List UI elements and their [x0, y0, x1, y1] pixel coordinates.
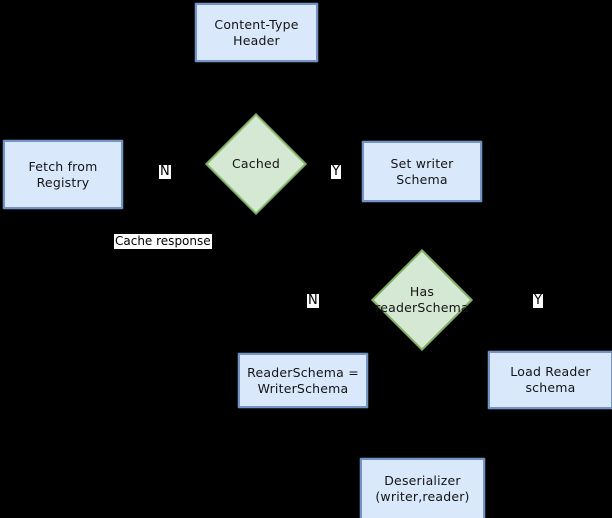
node-load-reader-schema[interactable]: Load Reader schema: [488, 351, 612, 409]
node-load-reader-schema-label: Load Reader schema: [510, 364, 591, 395]
edge-label-cache-response: Cache response: [114, 234, 212, 249]
node-content-type-header-label: Content-Type Header: [214, 16, 299, 48]
node-reader-equals-writer[interactable]: ReaderSchema = WriterSchema: [238, 353, 368, 408]
node-reader-equals-writer-label: ReaderSchema = WriterSchema: [247, 364, 359, 396]
node-set-writer-schema-label: Set writer Schema: [390, 155, 454, 187]
node-cached-decision[interactable]: Cached: [205, 113, 307, 215]
node-has-reader-schema-decision[interactable]: Has readerSchema: [371, 249, 473, 351]
node-deserializer-label: Deserializer (writer,reader): [375, 473, 470, 504]
node-content-type-header[interactable]: Content-Type Header: [195, 3, 318, 62]
edge-label-cached-yes: Y: [331, 164, 341, 179]
node-deserializer[interactable]: Deserializer (writer,reader): [360, 458, 485, 518]
edge-label-has-reader-no: N: [307, 293, 319, 308]
node-set-writer-schema[interactable]: Set writer Schema: [362, 141, 482, 202]
node-fetch-from-registry[interactable]: Fetch from Registry: [3, 140, 123, 209]
node-has-reader-schema-label: Has readerSchema: [375, 284, 469, 315]
edge-label-has-reader-yes: Y: [533, 293, 543, 308]
node-fetch-from-registry-label: Fetch from Registry: [28, 158, 98, 190]
node-cached-decision-label: Cached: [231, 156, 280, 171]
edge-label-cached-no: N: [159, 164, 171, 179]
